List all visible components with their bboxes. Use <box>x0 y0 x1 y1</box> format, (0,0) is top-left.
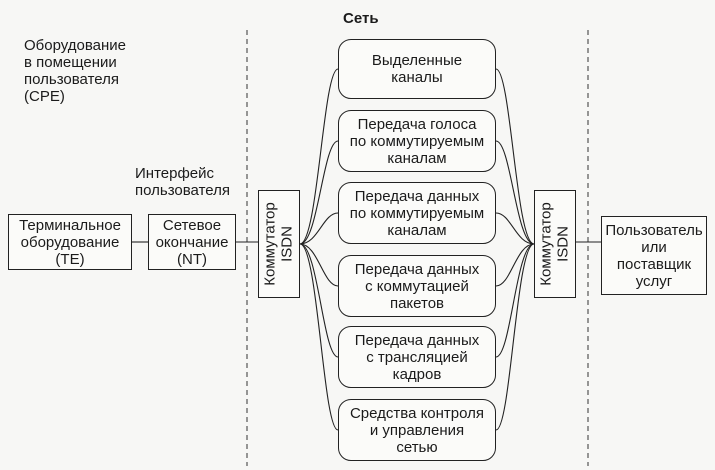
user-interface-label: Интерфейс пользователя <box>135 165 230 199</box>
right-isdn-switch: Коммутатор ISDN <box>534 190 576 298</box>
service-box-dedicated-channels: Выделенные каналы <box>338 39 496 99</box>
left-isdn-switch: Коммутатор ISDN <box>258 190 300 298</box>
network-title: Сеть <box>343 10 379 27</box>
left-service-link-5 <box>299 243 339 358</box>
left-service-link-3 <box>299 212 339 245</box>
terminal-equipment-box: Терминальное оборудование (TE) <box>8 214 132 270</box>
service-links <box>299 68 535 431</box>
left-service-link-4 <box>299 243 339 287</box>
left-service-link-2 <box>299 140 339 245</box>
right-service-link-2 <box>495 140 535 245</box>
left-isdn-switch-label: Коммутатор ISDN <box>262 202 297 286</box>
right-service-link-6 <box>495 243 535 431</box>
service-box-network-management: Средства контроля и управления сетью <box>338 399 496 461</box>
service-box-frame-relay: Передача данных с трансляцией кадров <box>338 326 496 388</box>
cpe-title: Оборудование в помещении пользователя (C… <box>24 37 127 105</box>
left-service-link-1 <box>299 68 339 245</box>
right-service-link-3 <box>495 212 535 245</box>
right-service-link-4 <box>495 243 535 287</box>
service-box-packet-switching: Передача данных с коммутацией пакетов <box>338 255 496 317</box>
left-service-link-6 <box>299 243 339 431</box>
service-box-data-switched: Передача данных по коммутируемым каналам <box>338 182 496 244</box>
user-or-provider-box: Пользователь или поставщик услуг <box>601 216 707 295</box>
network-termination-box: Сетевое окончание (NT) <box>148 214 236 270</box>
right-isdn-switch-label: Коммутатор ISDN <box>538 202 573 286</box>
right-service-link-1 <box>495 68 535 245</box>
right-service-link-5 <box>495 243 535 358</box>
service-box-voice-switched: Передача голоса по коммутируемым каналам <box>338 110 496 172</box>
